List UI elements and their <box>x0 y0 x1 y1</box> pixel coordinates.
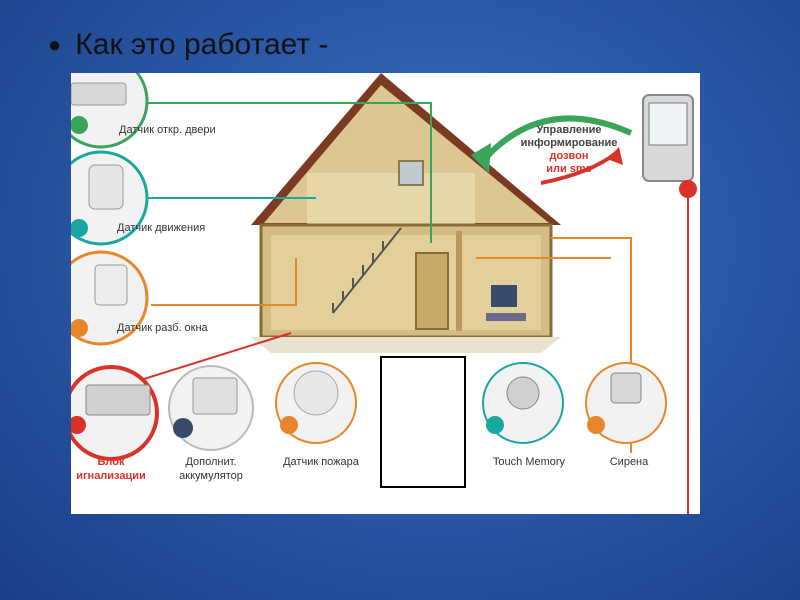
floor-base <box>251 337 561 353</box>
phone-screen <box>648 102 688 146</box>
siren-label: Сирена <box>610 456 649 468</box>
red-arrow-head <box>607 147 623 165</box>
motion-sensor: Датчик движения <box>71 150 205 246</box>
siren: Сирена <box>585 362 667 468</box>
attic-window <box>398 160 424 186</box>
window-sensor-label: Датчик разб. окна <box>117 322 209 334</box>
touch-memory-icon <box>486 416 504 434</box>
control-unit: Блок игнализации <box>71 365 159 482</box>
line-control <box>130 332 292 384</box>
door-sensor: Датчик откр. двери <box>71 73 216 149</box>
control-unit-label-2: игнализации <box>76 470 146 482</box>
diagram-svg: Датчик откр. двери Датчик движения Датчи… <box>71 73 697 514</box>
green-arrow <box>478 115 633 165</box>
motion-sensor-body <box>88 164 124 210</box>
fire-sensor-label: Датчик пожара <box>283 456 360 468</box>
bullet-dot: ● <box>48 32 62 57</box>
house-door <box>415 252 449 330</box>
control-text-3: дозвон <box>549 150 588 162</box>
stairs <box>332 227 402 314</box>
control-unit-body <box>85 384 151 416</box>
window-icon <box>71 319 88 337</box>
control-text-1: Управление <box>536 124 601 136</box>
control-text-4: или sms <box>546 163 592 175</box>
green-arrow-head <box>471 143 491 173</box>
motion-icon <box>71 219 88 237</box>
slide-title: Как это работает - <box>75 28 329 61</box>
line-window <box>151 258 297 306</box>
fire-sensor-body <box>293 370 339 416</box>
control-icon <box>71 416 86 434</box>
battery-label-1: Дополнит. <box>185 456 236 468</box>
touch-memory: Touch Memory <box>482 362 566 468</box>
fire-icon <box>280 416 298 434</box>
fire-sensor: Датчик пожара <box>275 362 360 468</box>
partition <box>456 231 462 331</box>
touch-memory-body <box>506 376 540 410</box>
door-sensor-label: Датчик откр. двери <box>119 124 216 136</box>
remote-control: Управление информирование дозвон или sms <box>471 94 697 198</box>
window-sensor-body <box>94 264 128 306</box>
battery-label-2: аккумулятор <box>179 470 243 482</box>
motion-sensor-label: Датчик движения <box>117 222 205 234</box>
control-text-2: информирование <box>521 137 618 149</box>
attic-room <box>307 173 475 225</box>
phone-icon <box>679 180 697 198</box>
blank-placeholder <box>380 356 466 488</box>
line-door <box>146 102 432 243</box>
house-illustration <box>251 73 561 353</box>
battery-icon <box>173 418 193 438</box>
siren-icon <box>587 416 605 434</box>
control-unit-label-1: Блок <box>98 456 125 468</box>
battery-body <box>192 377 238 415</box>
battery: Дополнит. аккумулятор <box>168 365 254 482</box>
window-sensor: Датчик разб. окна <box>71 250 209 346</box>
bed <box>486 313 526 321</box>
door-icon <box>71 116 88 134</box>
security-system-diagram: Датчик откр. двери Датчик движения Датчи… <box>71 73 700 514</box>
door-sensor-body <box>71 82 127 106</box>
touch-memory-label: Touch Memory <box>493 456 566 468</box>
siren-body <box>610 372 642 404</box>
slide-bullet: ● Как это работает - <box>48 28 328 62</box>
tv <box>491 285 517 307</box>
